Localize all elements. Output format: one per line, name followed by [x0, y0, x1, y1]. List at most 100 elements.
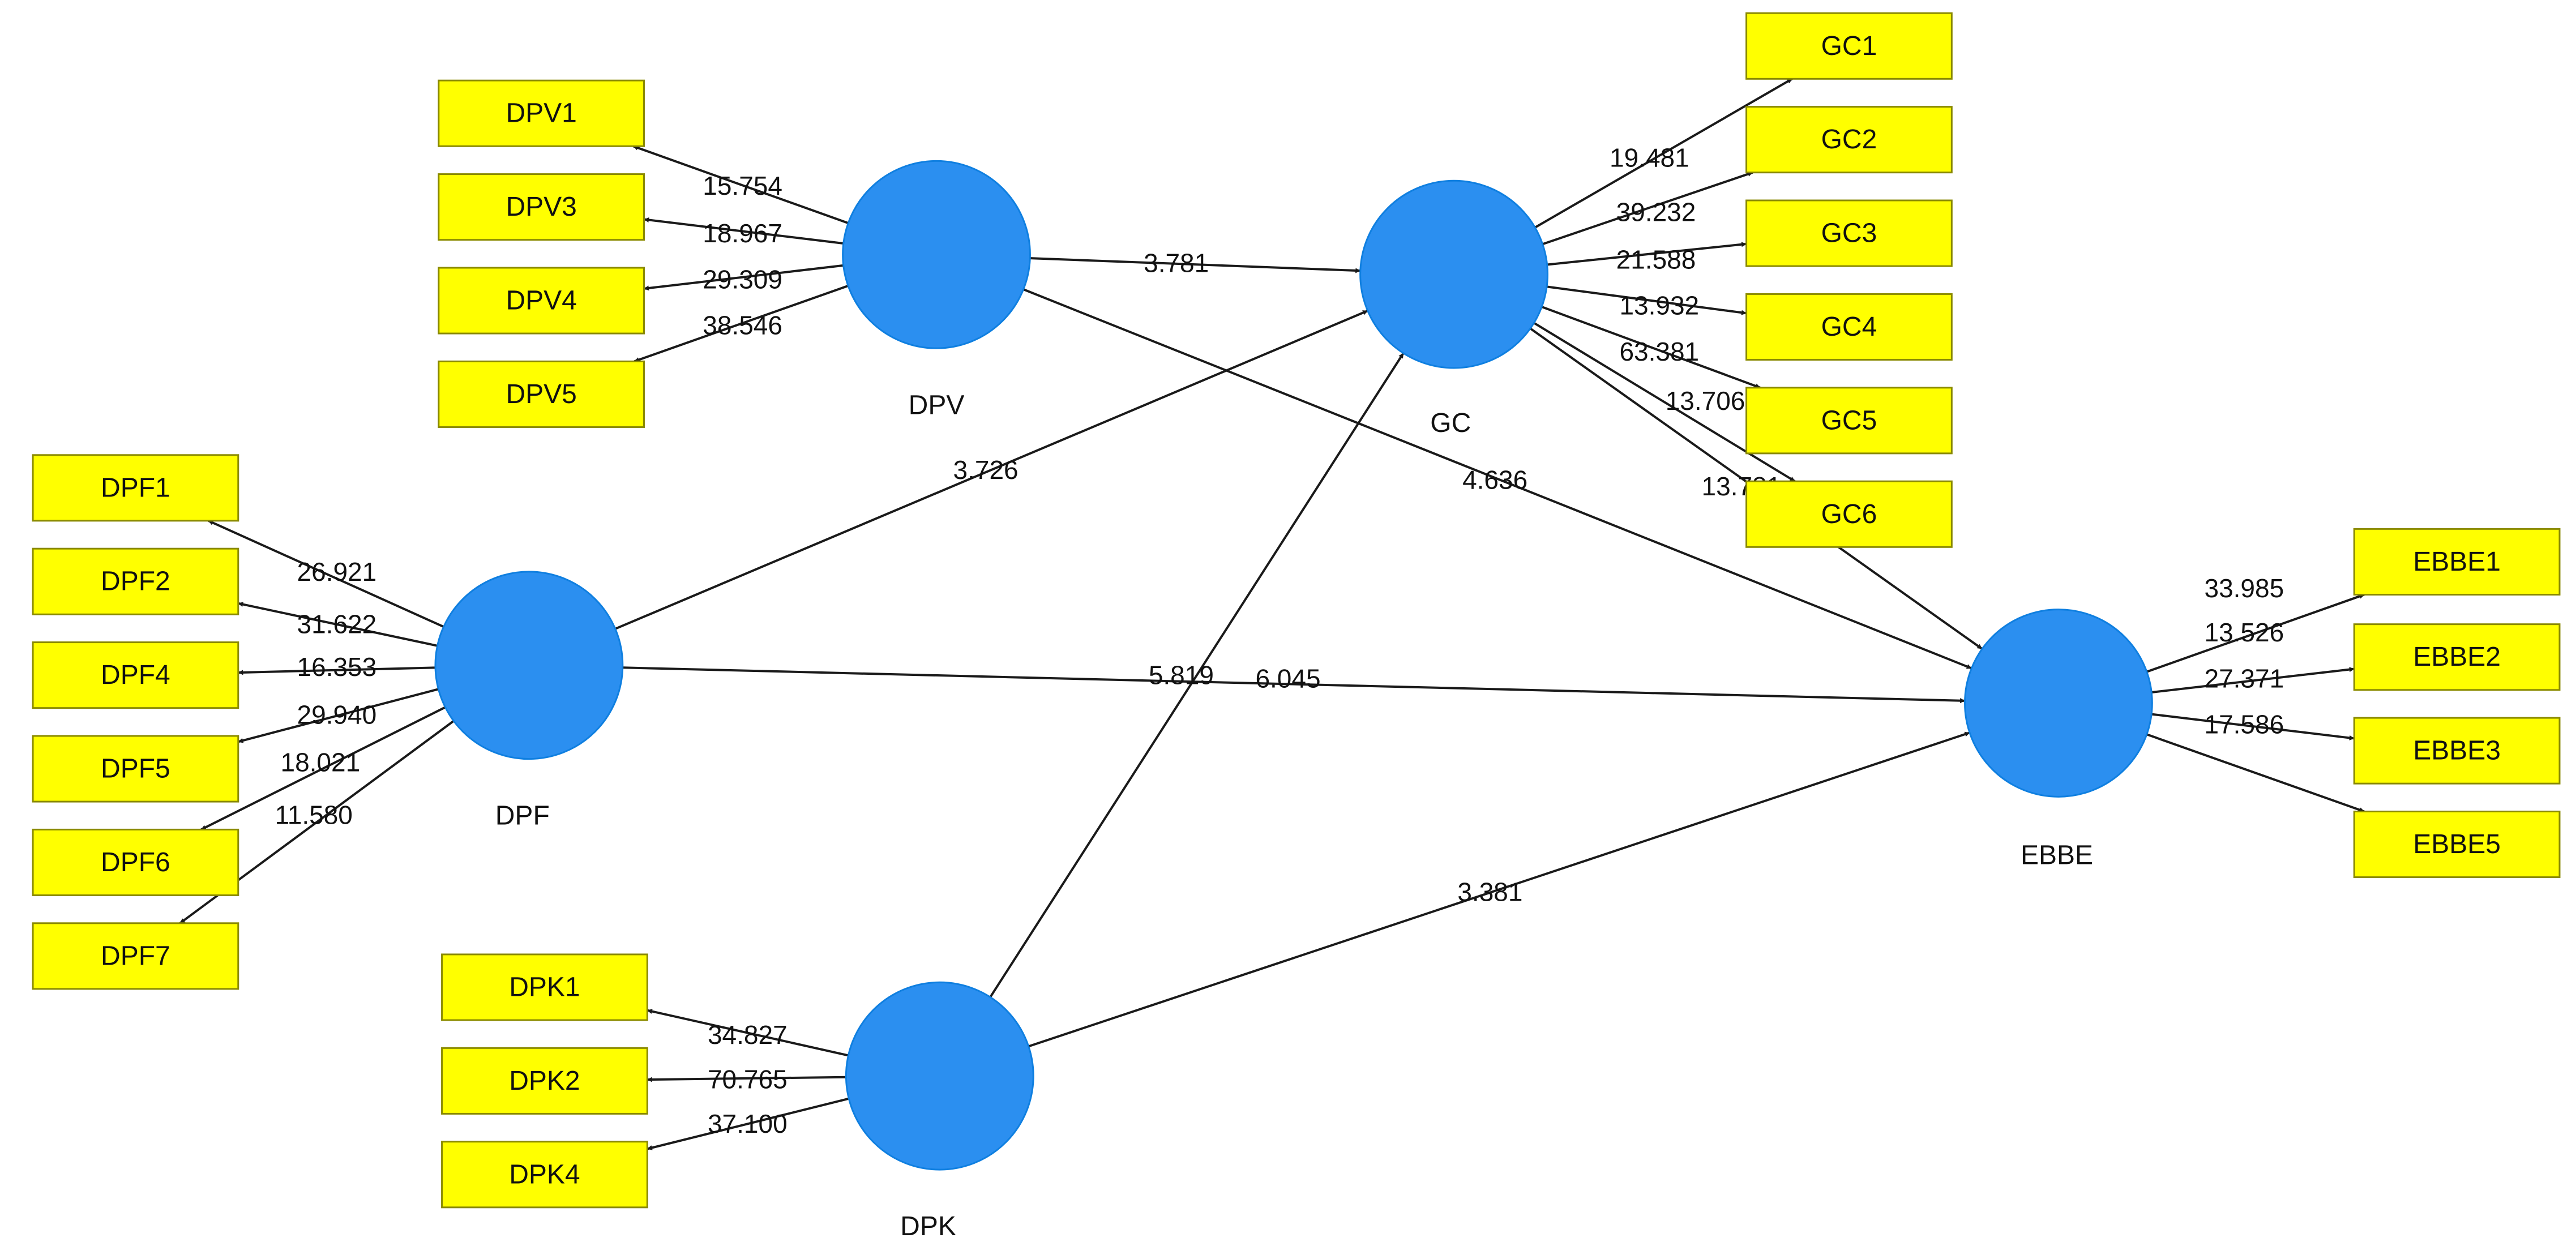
- outer-path-dpv-dpv4: [644, 264, 844, 291]
- indicator-dpk2[interactable]: DPK2: [441, 1047, 648, 1115]
- indicator-gc2[interactable]: GC2: [1745, 106, 1953, 174]
- indicator-ebbe2[interactable]: EBBE2: [2353, 623, 2561, 691]
- indicator-box: [438, 173, 645, 241]
- outer-path-value-ebbe5: 17.586: [2204, 710, 2284, 739]
- indicator-dpv3[interactable]: DPV3: [438, 173, 645, 241]
- outer-path-ebbe-ebbe3: [2151, 713, 2355, 740]
- outer-path-dpf-dpf6: [200, 706, 446, 831]
- outer-path-value-dpk2: 70.765: [708, 1064, 788, 1094]
- indicator-label: GC1: [1821, 31, 1877, 61]
- indicator-box: [32, 454, 239, 522]
- inner-path-value-dpf-gc: 3.726: [953, 455, 1019, 485]
- indicator-box: [438, 79, 645, 147]
- indicator-gc3[interactable]: GC3: [1745, 199, 1953, 267]
- latent-dpf[interactable]: DPF: [434, 571, 624, 831]
- latent-dpv[interactable]: DPV: [842, 160, 1031, 420]
- indicator-gc5[interactable]: GC5: [1745, 387, 1953, 455]
- indicator-label: GC6: [1821, 499, 1877, 529]
- outer-path-dpf-dpf1: [208, 520, 444, 628]
- indicator-label: GC2: [1821, 125, 1877, 155]
- latent-dpk[interactable]: DPK: [845, 981, 1034, 1241]
- latent-circle: [1964, 609, 2153, 798]
- indicator-box: [32, 828, 239, 896]
- indicator-label: DPF1: [101, 473, 170, 503]
- indicator-ebbe5[interactable]: EBBE5: [2353, 810, 2561, 879]
- indicator-box: [438, 360, 645, 428]
- inner-path-dpv-ebbe: [1022, 288, 1972, 670]
- outer-path-ebbe-ebbe2: [2151, 667, 2355, 693]
- inner-path-value-dpk-ebbe: 3.381: [1457, 877, 1522, 907]
- outer-path-value-dpv4: 29.309: [703, 264, 782, 294]
- indicator-dpf6[interactable]: DPF6: [32, 828, 239, 896]
- indicator-label: DPK2: [509, 1066, 580, 1096]
- outer-path-value-gc6: 13.706: [1666, 386, 1745, 416]
- outer-path-gc-gc5: [1541, 306, 1761, 389]
- indicator-box: [32, 641, 239, 709]
- indicator-box: [1745, 480, 1953, 548]
- indicator-dpf4[interactable]: DPF4: [32, 641, 239, 709]
- indicator-label: GC3: [1821, 219, 1877, 249]
- outer-path-gc-gc2: [1542, 171, 1753, 246]
- indicator-box: [441, 1047, 648, 1115]
- indicator-box: [438, 267, 645, 335]
- inner-path-value-dpf-ebbe: 6.045: [1255, 663, 1320, 693]
- indicator-gc4[interactable]: GC4: [1745, 293, 1953, 361]
- indicator-box: [1745, 293, 1953, 361]
- outer-path-dpk-dpk4: [647, 1097, 849, 1150]
- latent-label: GC: [1430, 408, 1471, 438]
- indicator-dpv4[interactable]: DPV4: [438, 267, 645, 335]
- indicator-ebbe3[interactable]: EBBE3: [2353, 717, 2561, 785]
- outer-path-gc-gc4: [1546, 285, 1747, 315]
- indicator-dpf2[interactable]: DPF2: [32, 547, 239, 615]
- indicator-box: [32, 922, 239, 990]
- indicator-dpf1[interactable]: DPF1: [32, 454, 239, 522]
- latent-gc[interactable]: GC: [1359, 179, 1548, 438]
- outer-path-ebbe-ebbe5: [2146, 733, 2365, 813]
- indicator-dpv1[interactable]: DPV1: [438, 79, 645, 147]
- indicator-label: DPF2: [101, 567, 170, 597]
- indicator-box: [441, 953, 648, 1021]
- indicator-box: [441, 1141, 648, 1209]
- indicator-ebbe1[interactable]: EBBE1: [2353, 528, 2561, 596]
- outer-path-value-gc2: 39.232: [1616, 197, 1696, 226]
- indicator-dpv5[interactable]: DPV5: [438, 360, 645, 428]
- latent-circle: [842, 160, 1031, 349]
- inner-path-dpf-ebbe: [622, 666, 1966, 704]
- indicator-gc1[interactable]: GC1: [1745, 12, 1953, 80]
- latent-ebbe[interactable]: EBBE: [1964, 609, 2153, 871]
- outer-path-gc-gc6: [1533, 322, 1796, 482]
- outer-path-value-dpv5: 38.546: [703, 311, 782, 340]
- inner-path-dpf-gc: [614, 310, 1368, 630]
- outer-path-value-dpf7: 11.580: [275, 800, 353, 829]
- indicator-box: [2353, 623, 2561, 691]
- inner-path-value-dpv-ebbe: 4.636: [1462, 465, 1527, 494]
- indicator-box: [1745, 106, 1953, 174]
- indicator-box: [1745, 199, 1953, 267]
- outer-path-dpv-dpv5: [634, 285, 849, 363]
- outer-path-value-dpv1: 15.754: [703, 171, 782, 200]
- outer-path-value-gc3: 21.588: [1616, 245, 1696, 274]
- indicator-label: DPK4: [509, 1159, 580, 1189]
- indicator-dpf5[interactable]: DPF5: [32, 735, 239, 803]
- outer-path-dpk-dpk1: [647, 1009, 849, 1057]
- latent-circle: [845, 981, 1034, 1171]
- indicator-label: GC4: [1821, 312, 1877, 342]
- outer-path-value-dpf5: 29.940: [297, 700, 377, 729]
- indicator-label: EBBE5: [2413, 829, 2501, 859]
- indicator-label: DPK1: [509, 972, 580, 1002]
- latent-label: EBBE: [2021, 840, 2093, 870]
- inner-path-dpk-ebbe: [1028, 731, 1970, 1048]
- outer-path-value-dpk1: 34.827: [708, 1020, 788, 1050]
- outer-path-value-ebbe2: 13.526: [2204, 618, 2284, 647]
- indicator-box: [2353, 717, 2561, 785]
- indicator-dpk1[interactable]: DPK1: [441, 953, 648, 1021]
- indicator-dpf7[interactable]: DPF7: [32, 922, 239, 990]
- latent-circle: [1359, 179, 1548, 369]
- indicator-label: EBBE2: [2413, 642, 2501, 672]
- outer-path-ebbe-ebbe1: [2146, 593, 2365, 673]
- indicator-gc6[interactable]: GC6: [1745, 480, 1953, 548]
- outer-path-value-ebbe1: 33.985: [2204, 573, 2284, 603]
- indicator-dpk4[interactable]: DPK4: [441, 1141, 648, 1209]
- outer-path-value-dpf4: 16.353: [297, 652, 377, 682]
